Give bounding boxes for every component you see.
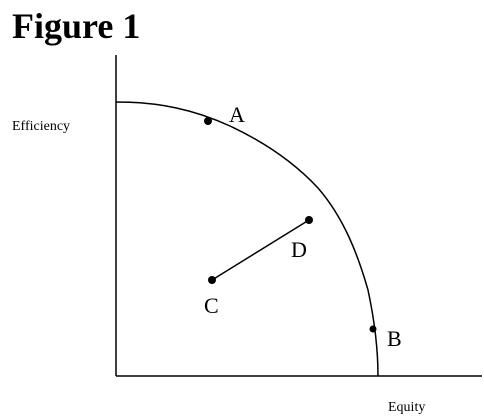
figure-title: Figure 1	[12, 6, 141, 46]
point-c	[208, 276, 216, 284]
frontier-curve	[115, 101, 379, 377]
point-label-a: A	[229, 102, 245, 127]
point-label-d: D	[291, 237, 307, 262]
point-label-c: C	[204, 293, 219, 318]
point-d	[305, 216, 313, 224]
point-label-b: B	[387, 326, 402, 351]
point-b	[369, 325, 377, 333]
y-axis-label: Efficiency	[12, 119, 70, 134]
x-axis-label: Equity	[388, 400, 425, 415]
segment-c-d	[211, 219, 310, 281]
point-a	[204, 117, 212, 125]
